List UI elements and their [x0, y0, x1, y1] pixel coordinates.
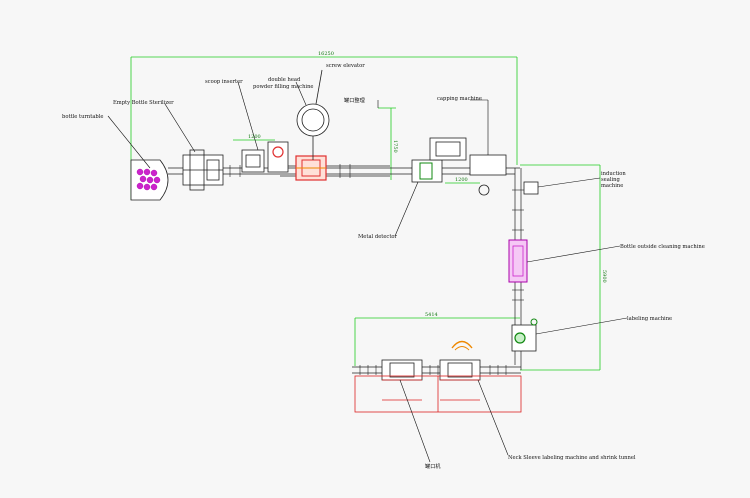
- label-cjk-bottom: 罐口机: [425, 462, 441, 470]
- label-scoop-inserter: scoop inserter: [205, 79, 243, 85]
- dim-top-overall: 16250: [318, 51, 334, 57]
- label-bottle-turntable: bottle turntable: [62, 114, 103, 120]
- label-labeling-machine: labeling machine: [627, 316, 672, 322]
- capping-machine: [429, 137, 507, 196]
- empty-bottle-sterilizer: [182, 149, 224, 191]
- bottle-outside-cleaning-machine: [508, 239, 528, 283]
- label-screw-elevator: screw elevator: [326, 63, 365, 69]
- scoop-inserter: [241, 141, 289, 173]
- induction-sealing-machine: [523, 181, 539, 195]
- label-bottle-outside-cleaning: Bottle outside cleaning machine: [620, 244, 705, 250]
- labeling-machine: [511, 318, 538, 352]
- leader-lines: [107, 81, 628, 463]
- label-double-head: double head: [268, 77, 301, 83]
- dimension-lines: [130, 56, 601, 371]
- screw-elevator: [296, 69, 330, 160]
- label-powder-filling-machine: powder filling machine: [253, 84, 313, 90]
- dim-right-vertical: 5900: [601, 270, 607, 283]
- label-induction: induction: [601, 171, 626, 177]
- dim-middle-vertical: 1750: [392, 140, 398, 153]
- label-capping-machine: capping machine: [437, 96, 482, 102]
- dim-bottom-horizontal: 5414: [425, 312, 438, 318]
- metal-detector: [411, 159, 443, 183]
- double-head-powder-filling-machine: [295, 155, 327, 181]
- label-cjk-top: 罐口整理: [344, 96, 366, 104]
- capping-output-machine: [381, 359, 423, 381]
- label-neck-sleeve: Neck Sleeve labeling machine and shrink …: [508, 455, 636, 461]
- label-sealing: sealing: [601, 177, 620, 183]
- dim-small-top: 1200: [248, 134, 261, 140]
- conveyor-lines: [168, 164, 524, 375]
- neck-sleeve-labeling-machine: [439, 340, 481, 381]
- bottle-turntable: [130, 159, 169, 201]
- label-metal-detector: Metal detector: [358, 234, 398, 240]
- label-empty-bottle-sterilizer: Empty Bottle Sterilizer: [113, 100, 174, 106]
- safety-rail: [354, 375, 522, 413]
- dim-small-capping: 1200: [455, 177, 468, 183]
- label-machine: machine: [601, 183, 623, 189]
